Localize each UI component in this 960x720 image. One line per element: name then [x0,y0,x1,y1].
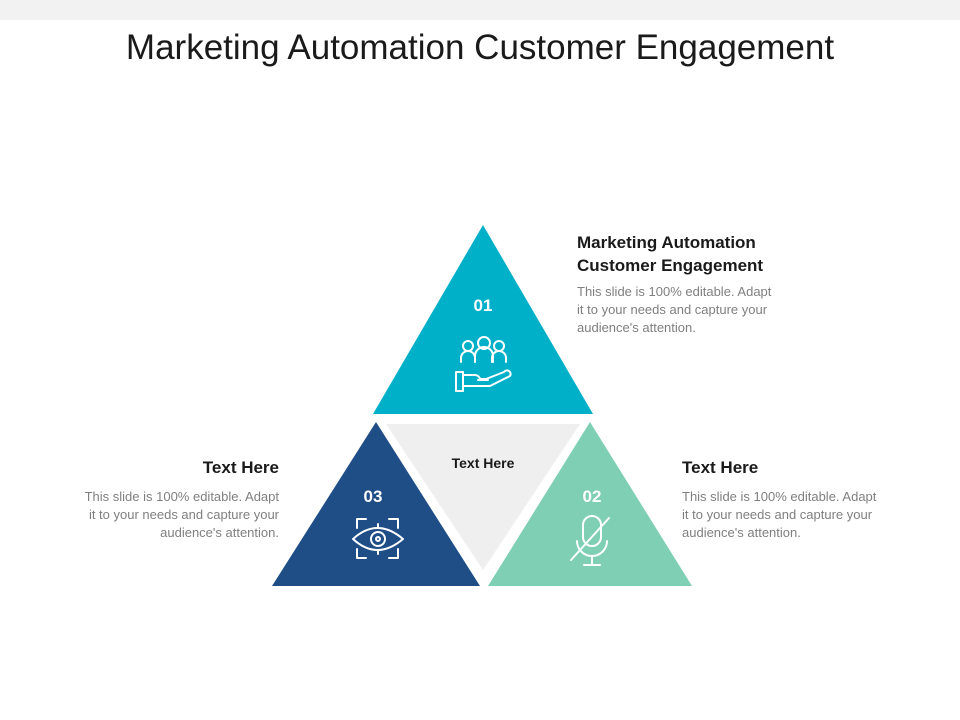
text-block-02-heading: Text Here [682,458,759,477]
text-block-03-body-line3: audience's attention. [160,525,279,540]
center-label: Text Here [452,455,515,471]
text-block-01-body-line3: audience's attention. [577,320,696,335]
microphone-muted-icon [570,515,610,566]
text-block-03: Text Here This slide is 100% editable. A… [40,456,279,542]
triangle-03-number: 03 [364,487,383,506]
text-block-01-body-line2: it to your needs and capture your [577,302,768,317]
text-block-01-body-line1: This slide is 100% editable. Adapt [577,284,772,299]
triangle-01 [373,225,593,414]
text-block-02-body: This slide is 100% editable. Adapt it to… [682,488,922,542]
text-block-02: Text Here This slide is 100% editable. A… [682,456,922,542]
triangle-02-number: 02 [583,487,602,506]
text-block-02-body-line3: audience's attention. [682,525,801,540]
text-block-03-body-line2: it to your needs and capture your [88,507,279,522]
top-strip [0,0,960,20]
triangle-02 [488,422,692,586]
triangle-03 [272,422,480,586]
text-block-01-heading-line2: Customer Engagement [577,256,764,275]
text-block-01-heading: Marketing Automation Customer Engagement [577,231,807,277]
text-block-01-body: This slide is 100% editable. Adapt it to… [577,283,807,337]
text-block-03-body: This slide is 100% editable. Adapt it to… [40,488,279,542]
eye-target-icon [352,518,404,559]
slide-title: Marketing Automation Customer Engagement [125,28,835,67]
center-triangle [386,424,580,570]
text-block-01: Marketing Automation Customer Engagement… [577,231,807,337]
text-block-03-heading: Text Here [202,458,279,477]
text-block-03-body-line1: This slide is 100% editable. Adapt [84,489,279,504]
text-block-02-body-line2: it to your needs and capture your [682,507,873,522]
text-block-01-heading-line1: Marketing Automation [577,233,756,252]
text-block-02-body-line1: This slide is 100% editable. Adapt [682,489,877,504]
customer-hand-icon [455,336,512,392]
triangle-01-number: 01 [474,296,493,315]
